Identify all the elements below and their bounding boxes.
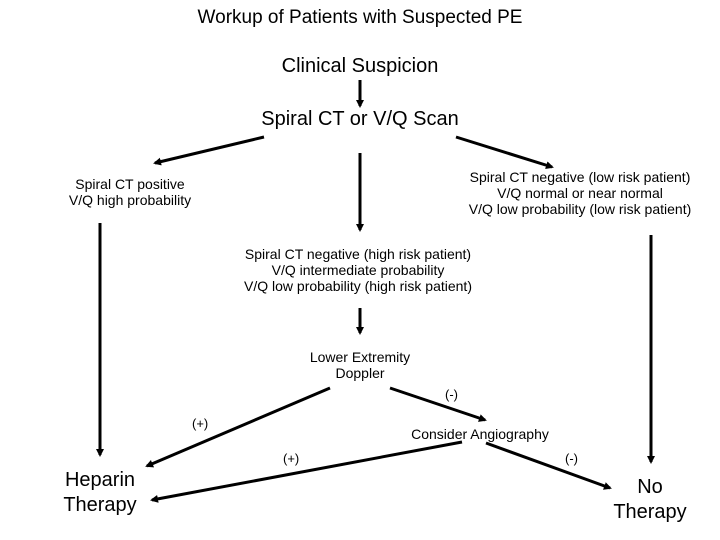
node-positive-line: V/Q high probability <box>68 192 192 208</box>
label-doppler-positive: (+) <box>192 416 209 431</box>
node-doppler-line: Lower Extremity <box>309 349 411 365</box>
node-heparin-line: Heparin <box>64 469 136 491</box>
node-no-therapy: No Therapy <box>590 475 710 525</box>
node-indeterminate-line: V/Q intermediate probability <box>271 262 445 278</box>
node-imaging: Spiral CT or V/Q Scan <box>261 108 459 130</box>
node-negative-line: Spiral CT negative (low risk patient) <box>469 169 691 185</box>
arrow-imaging-to-positive <box>153 135 265 166</box>
arrow-angiography-to-heparin <box>150 440 463 503</box>
label-doppler-negative: (-) <box>445 387 458 402</box>
label-angio-positive: (+) <box>283 451 300 466</box>
node-clinical-suspicion: Clinical Suspicion <box>281 55 439 77</box>
node-angiography: Consider Angiography <box>411 426 549 442</box>
node-indeterminate: Spiral CT negative (high risk patient) V… <box>208 246 508 294</box>
diagram-title: Workup of Patients with Suspected PE <box>197 7 523 28</box>
node-indeterminate-line: V/Q low probability (high risk patient) <box>244 278 472 294</box>
node-negative-line: V/Q normal or near normal <box>497 185 663 201</box>
arrow-doppler-to-heparin <box>145 386 331 468</box>
node-no-therapy-line: Therapy <box>613 501 687 523</box>
node-indeterminate-line: Spiral CT negative (high risk patient) <box>244 246 472 262</box>
node-positive: Spiral CT positive V/Q high probability <box>30 176 230 208</box>
node-negative-low-risk: Spiral CT negative (low risk patient) V/… <box>440 169 720 217</box>
node-positive-line: Spiral CT positive <box>75 176 185 192</box>
node-heparin-line: Therapy <box>63 494 137 516</box>
node-doppler: Lower Extremity Doppler <box>280 349 440 381</box>
arrow-angiography-to-no-therapy <box>485 441 612 490</box>
node-no-therapy-line: No <box>637 476 663 498</box>
node-heparin-therapy: Heparin Therapy <box>40 468 160 518</box>
arrow-doppler-to-angiography <box>389 386 487 422</box>
node-doppler-line: Doppler <box>335 365 385 381</box>
label-angio-negative: (-) <box>565 451 578 466</box>
node-negative-line: V/Q low probability (low risk patient) <box>468 201 692 217</box>
arrow-imaging-to-negative <box>455 135 554 170</box>
